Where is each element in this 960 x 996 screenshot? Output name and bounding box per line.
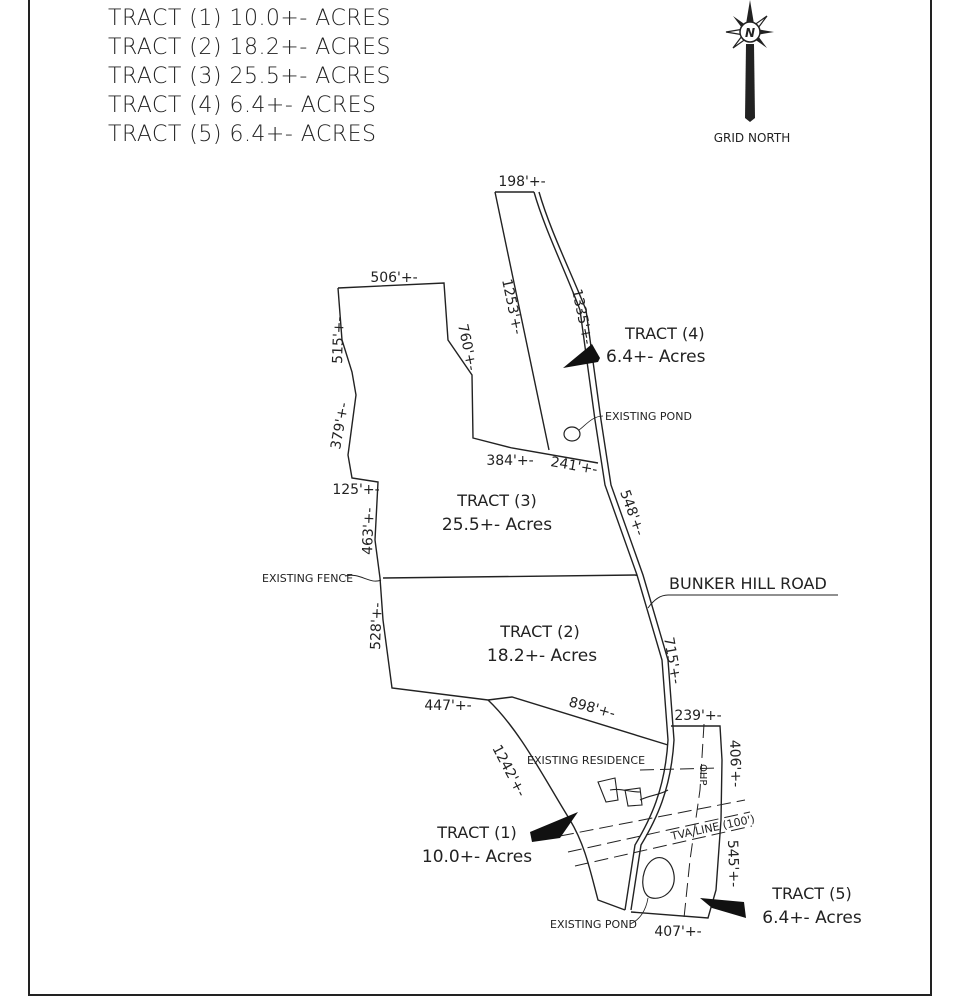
dim-898: 898'+-: [567, 694, 617, 722]
pond-bottom-icon: [642, 857, 675, 899]
dim-1335: 1335'+-: [568, 288, 595, 346]
tract-3-name: TRACT (3): [456, 491, 537, 510]
road-label-leader: [647, 594, 838, 609]
label-fence: EXISTING FENCE: [262, 572, 353, 585]
dim-241: 241'+-: [549, 454, 598, 478]
tract-4-area: 6.4+- Acres: [606, 347, 706, 367]
tract-3-area: 25.5+- Acres: [442, 515, 552, 535]
north-letter: N: [745, 26, 755, 40]
tract-5-area: 6.4+- Acres: [762, 908, 862, 928]
utility-lines: [559, 723, 753, 919]
dim-406: 406'+-: [726, 740, 744, 788]
legend-tract-4: TRACT (4) 6.4+- ACRES: [108, 93, 377, 118]
dim-1242: 1242'+-: [488, 742, 529, 799]
label-pond-top: EXISTING POND: [605, 410, 692, 423]
label-tva: TVA LINE (100'): [669, 813, 756, 844]
dim-447: 447'+-: [424, 698, 471, 714]
dim-1253: 1253'+-: [498, 278, 525, 336]
pond-top-icon: [563, 426, 581, 442]
tract-1-area: 10.0+- Acres: [422, 847, 532, 867]
tract-4-name: TRACT (4): [624, 324, 705, 343]
label-road: BUNKER HILL ROAD: [669, 574, 827, 593]
label-pond-bottom: EXISTING POND: [550, 918, 637, 931]
dim-515: 515'+-: [330, 316, 348, 364]
dim-125: 125'+-: [332, 482, 379, 498]
legend-tract-2: TRACT (2) 18.2+- ACRES: [108, 35, 391, 60]
north-arrow-icon: N: [725, 0, 774, 122]
legend-tract-3: TRACT (3) 25.5+- ACRES: [108, 64, 391, 89]
tract-boundaries: [337, 191, 723, 919]
label-residence: EXISTING RESIDENCE: [527, 754, 645, 767]
dim-407: 407'+-: [654, 924, 701, 940]
legend-tract-1: TRACT (1) 10.0+- ACRES: [108, 6, 391, 31]
dim-379: 379'+-: [328, 401, 352, 450]
tract-5-name: TRACT (5): [771, 884, 852, 903]
dim-463: 463'+-: [360, 507, 378, 555]
fence-leader: [344, 574, 382, 582]
tract-2-name: TRACT (2): [499, 622, 580, 641]
tract-1-arrow-icon: [530, 812, 578, 842]
tract-5-arrow-icon: [700, 898, 746, 918]
dim-239: 239'+-: [674, 708, 721, 724]
legend-tract-5: TRACT (5) 6.4+- ACRES: [108, 122, 377, 147]
dim-384: 384'+-: [486, 453, 533, 469]
label-ohp: OHP: [697, 764, 708, 785]
dim-506: 506'+-: [370, 270, 417, 286]
tract-2-area: 18.2+- Acres: [487, 646, 597, 666]
existing-residence-icon: [597, 777, 669, 807]
bunker-hill-road: [533, 191, 675, 911]
tract-1-name: TRACT (1): [436, 823, 517, 842]
dim-198: 198'+-: [498, 174, 545, 190]
dim-760: 760'+-: [454, 323, 479, 373]
tract-4-arrow-icon: [563, 344, 600, 368]
grid-north-label: GRID NORTH: [714, 131, 790, 145]
dim-545: 545'+-: [724, 840, 742, 888]
acreage-legend: TRACT (1) 10.0+- ACRES TRACT (2) 18.2+- …: [108, 4, 391, 149]
survey-plat: N GRID NORTH: [262, 0, 862, 940]
dim-528: 528'+-: [368, 602, 386, 650]
